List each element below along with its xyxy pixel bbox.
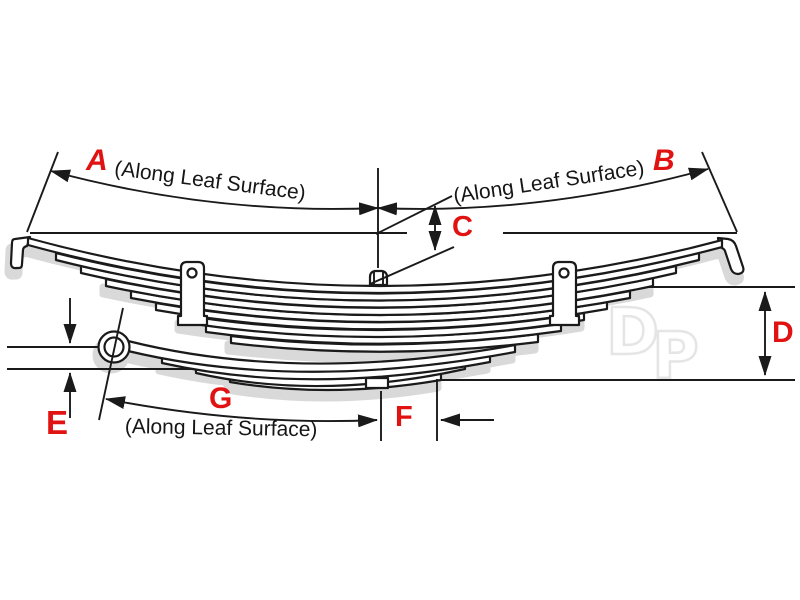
dim-arc-g: [105, 396, 378, 428]
right-tip-hook: [716, 236, 745, 276]
c-leader-bolt: [369, 246, 455, 285]
label-g: G: [209, 382, 233, 415]
label-c: C: [452, 211, 473, 243]
center-bolt-bottom: [364, 376, 390, 390]
label-b: B: [653, 144, 675, 177]
watermark-letter-d: D: [606, 296, 659, 370]
left-tip-hook: [9, 235, 32, 270]
extension-line-right: [701, 151, 738, 233]
leaf-10-eye-leaf: [126, 339, 517, 373]
dim-arc-b: [377, 167, 709, 216]
right-clamp: [548, 260, 581, 327]
right-clamp-pin: [558, 267, 570, 279]
leaf-stack: [9, 235, 745, 392]
label-f: F: [395, 401, 413, 433]
label-a: A: [86, 144, 108, 177]
extension-line-left: [26, 151, 59, 233]
left-clamp-pin: [186, 267, 198, 279]
left-clamp: [176, 260, 209, 327]
dp-watermark: D P: [605, 295, 700, 396]
eye-center-extension: [98, 307, 124, 421]
label-e: E: [46, 404, 69, 441]
annotation-along-leaf-surface-g: (Along Leaf Surface): [124, 415, 318, 442]
watermark-letter-p: P: [652, 320, 699, 394]
c-extension-top: [375, 195, 453, 235]
dim-arc-a: [50, 169, 379, 216]
label-d: D: [772, 316, 794, 349]
dimension-overlay: [50, 167, 772, 441]
